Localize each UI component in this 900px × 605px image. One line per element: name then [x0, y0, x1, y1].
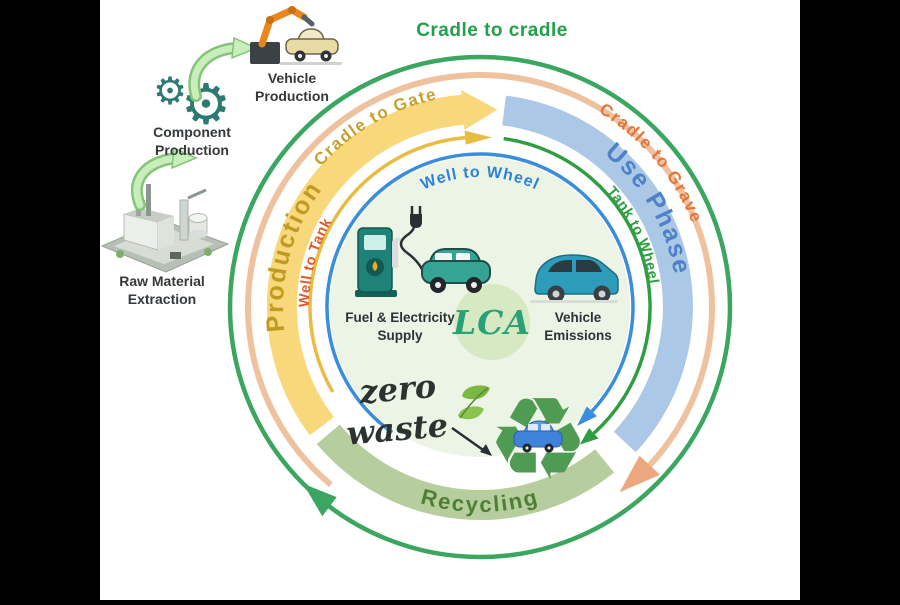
well-to-wheel-path	[325, 152, 635, 434]
use-phase-band-arc	[502, 95, 693, 453]
produced-car-icon	[280, 28, 342, 65]
swoosh-arrow-component-to-vehicle	[188, 36, 258, 102]
factory-icon	[100, 184, 230, 273]
raw-material-label-line1: Raw Material	[119, 273, 205, 289]
vehicle-production-label-line1: Vehicle	[268, 70, 316, 86]
component-production-label-line1: Component	[153, 124, 231, 140]
leaves-icon	[458, 385, 490, 420]
outer-cycle-ring	[227, 54, 733, 560]
cradle-to-cradle-circle	[227, 54, 733, 560]
phase-band	[266, 89, 693, 521]
fuel-supply-label-line2: Supply	[377, 328, 422, 343]
well-to-wheel-ring	[325, 152, 635, 434]
vehicle-emissions-label-line1: Vehicle	[555, 310, 602, 325]
vehicle-emissions-label-line2: Emissions	[544, 328, 612, 343]
zero-text: zero	[357, 367, 438, 412]
suv-icon	[530, 254, 619, 303]
well-to-wheel-arrowhead	[577, 406, 597, 426]
raw-material-label-line2: Extraction	[128, 291, 196, 307]
cradle-to-cradle-arrowhead	[303, 483, 337, 517]
tank-to-wheel-arc	[503, 136, 652, 445]
vehicle-production-label-line2: Production	[255, 88, 329, 104]
component-production-label-line2: Production	[155, 142, 229, 158]
well-to-tank-arc	[308, 130, 492, 393]
diagram-canvas: Cradle to Gate Cradle to Grave Productio…	[100, 0, 800, 600]
fuel-pump-icon	[355, 227, 403, 297]
cradle-to-grave-ring	[245, 72, 715, 493]
recycle-symbol-icon: ♻	[486, 376, 589, 504]
cradle-to-grave-arc	[245, 72, 715, 487]
gears-icon: ⚙ ⚙	[153, 71, 231, 136]
waste-arrow	[451, 426, 492, 456]
lca-diagram: Cradle to Gate Cradle to Grave Productio…	[100, 6, 733, 560]
well-to-tank-path	[308, 135, 466, 393]
lca-text: LCA	[452, 303, 531, 342]
lca-circle	[454, 284, 530, 360]
zero-waste-text: zero waste	[345, 367, 449, 453]
recycled-car-icon	[513, 420, 563, 453]
fuel-supply-label-line1: Fuel & Electricity	[345, 310, 455, 325]
swoosh-arrow-raw-to-component	[130, 146, 198, 211]
well-to-tank-arrowhead	[464, 130, 492, 145]
plug-cable-icon	[399, 206, 426, 275]
ev-car-icon	[421, 248, 491, 293]
cradle-to-grave-arrowhead	[619, 455, 660, 493]
robot-arm-icon	[250, 6, 315, 64]
tank-to-wheel-path	[503, 136, 652, 435]
letterbox-bar-left	[0, 0, 100, 600]
production-band-arrowhead	[461, 89, 498, 130]
letterbox-bar-right	[800, 0, 900, 600]
page-title: Cradle to cradle	[416, 20, 568, 41]
recycling-band-arc	[316, 424, 615, 521]
waste-text: waste	[345, 406, 449, 453]
lca-badge: LCA	[452, 284, 531, 360]
tank-to-wheel-arrowhead	[579, 428, 599, 445]
production-band-arc	[266, 94, 468, 436]
small-gear-glyph: ⚙	[153, 71, 187, 113]
